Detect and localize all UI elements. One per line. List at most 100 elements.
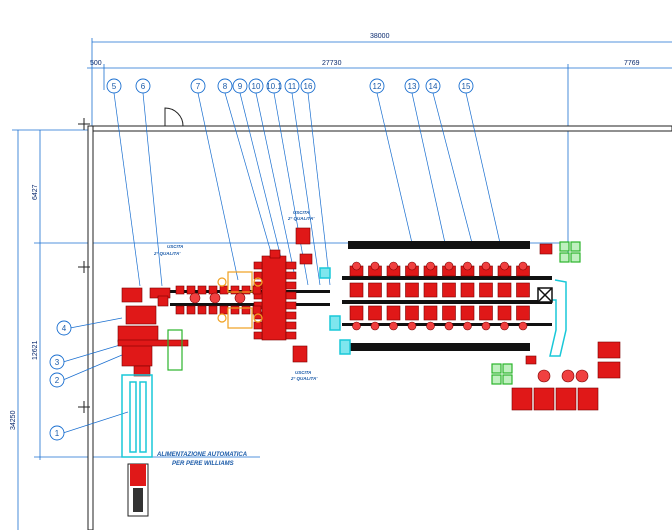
line-unit xyxy=(186,305,196,315)
machine-roller xyxy=(500,321,509,331)
calibrator-unit xyxy=(497,282,512,298)
machine-roller xyxy=(234,292,246,304)
callout-5: 5 xyxy=(106,78,122,94)
machine-roller xyxy=(463,261,472,271)
callout-label: 7 xyxy=(196,82,201,91)
machine-roller xyxy=(500,261,509,271)
machine-roller xyxy=(561,369,575,383)
bin-stack xyxy=(511,387,533,411)
callout-label: 10 xyxy=(252,82,261,91)
calibrator-unit xyxy=(479,282,493,298)
machine-roller xyxy=(481,261,491,271)
line-unit xyxy=(197,305,207,315)
note-exit-top-a-line1: USCITA xyxy=(167,244,183,249)
bin-stack xyxy=(597,341,621,359)
elevator-chute xyxy=(545,279,567,357)
callout-12: 12 xyxy=(369,78,385,94)
exit-bin-bottom xyxy=(292,345,308,363)
callout-10-1: 10.1 xyxy=(266,78,282,94)
callout-13: 13 xyxy=(404,78,420,94)
machine-roller xyxy=(426,261,435,271)
calibrator-unit xyxy=(386,305,401,321)
calibrator-unit xyxy=(349,282,364,298)
callout-11: 11 xyxy=(284,78,300,94)
calibrator-unit xyxy=(516,305,530,321)
machine-roller xyxy=(444,321,454,331)
machine-roller xyxy=(352,261,361,271)
calibrator-unit xyxy=(442,282,456,298)
machine-block xyxy=(157,295,169,307)
machine-roller xyxy=(463,321,472,331)
note-feed-line2: PER PERE WILLIAMS xyxy=(172,461,234,467)
line-unit xyxy=(197,285,207,295)
callout-label: 5 xyxy=(112,82,117,91)
machine-block xyxy=(121,343,153,367)
calibrator-unit xyxy=(405,282,419,298)
machine-block xyxy=(285,321,297,330)
callout-label: 6 xyxy=(141,82,146,91)
callout-label: 14 xyxy=(429,82,438,91)
machine-roller xyxy=(575,369,589,383)
calibrator-unit xyxy=(368,305,382,321)
machine-block xyxy=(125,305,157,325)
machine-block xyxy=(285,331,297,340)
sorter-tower xyxy=(261,255,287,341)
calibrator-unit xyxy=(442,305,456,321)
calibrator-unit xyxy=(479,305,493,321)
line-unit xyxy=(175,305,185,315)
feed-head xyxy=(121,287,143,303)
callout-label: 2 xyxy=(55,376,60,385)
callout-label: 13 xyxy=(408,82,417,91)
calibrator-unit xyxy=(460,305,475,321)
machine-roller xyxy=(481,321,491,331)
machine-roller xyxy=(370,261,380,271)
machine-block xyxy=(133,365,151,377)
note-exit-top-b-line2: 2° QUALITA' xyxy=(287,216,315,221)
line-unit xyxy=(252,285,262,295)
line-unit xyxy=(241,285,251,295)
leader-lines xyxy=(62,92,501,434)
line-unit xyxy=(175,285,185,295)
calibrator-unit xyxy=(386,282,401,298)
machine-roller xyxy=(444,261,454,271)
machine-roller xyxy=(407,261,417,271)
callout-7: 7 xyxy=(190,78,206,94)
machine-roller xyxy=(389,261,398,271)
line-unit xyxy=(186,285,196,295)
note-exit-bottom-line2: 2° QUALITA' xyxy=(290,376,318,381)
callout-2: 2 xyxy=(49,372,65,388)
machine-block xyxy=(285,281,297,290)
note-exit-top-a-line2: 2° QUALITA' xyxy=(153,251,181,256)
callout-label: 4 xyxy=(62,324,67,333)
note-exit-top-b-line1: USCITA xyxy=(293,210,309,215)
machine-block xyxy=(299,253,313,265)
note-feed-line1: ALIMENTAZIONE AUTOMATICA xyxy=(156,452,247,458)
line-unit xyxy=(230,305,240,315)
note-exit-bottom-line1: USCITA xyxy=(295,370,311,375)
machine-roller xyxy=(389,321,398,331)
line-unit xyxy=(241,305,251,315)
cyan-equipment xyxy=(121,267,567,458)
line-unit xyxy=(208,305,218,315)
machine-roller xyxy=(518,261,528,271)
operator-stations xyxy=(217,271,263,329)
door-swing xyxy=(164,107,184,127)
callout-10: 10 xyxy=(248,78,264,94)
dim-h-total: 34250 xyxy=(10,410,17,430)
callout-label: 15 xyxy=(462,82,471,91)
machine-block xyxy=(285,311,297,320)
machine-block xyxy=(253,331,263,340)
dim-h1: 6427 xyxy=(32,184,39,200)
calibrator-unit xyxy=(423,282,438,298)
machine-block xyxy=(253,321,263,330)
callout-1: 1 xyxy=(49,425,65,441)
machine-block xyxy=(253,271,263,280)
callout-label: 11 xyxy=(288,82,297,91)
machine-roller xyxy=(407,321,417,331)
dim-seg-c: 7769 xyxy=(624,60,640,67)
machine-roller xyxy=(518,321,528,331)
machine-block xyxy=(253,261,263,270)
machine-roller xyxy=(370,321,380,331)
dim-seg-b: 27730 xyxy=(322,60,342,67)
